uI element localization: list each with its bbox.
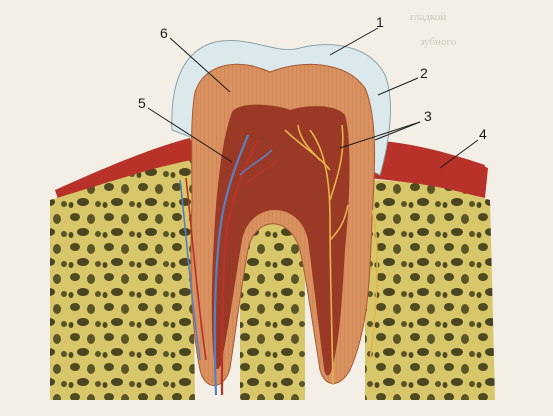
label-1: 1: [376, 14, 384, 30]
label-6: 6: [160, 25, 168, 41]
svg-text:зубного: зубного: [420, 36, 457, 48]
alveolar-bone: [50, 160, 195, 400]
svg-text:гладкой: гладкой: [410, 11, 446, 23]
alveolar-bone-right: [365, 180, 495, 400]
label-3: 3: [424, 108, 432, 124]
label-5: 5: [138, 95, 146, 111]
label-4: 4: [479, 126, 487, 142]
alveolar-bone-middle: [240, 223, 305, 401]
label-2: 2: [420, 65, 428, 81]
